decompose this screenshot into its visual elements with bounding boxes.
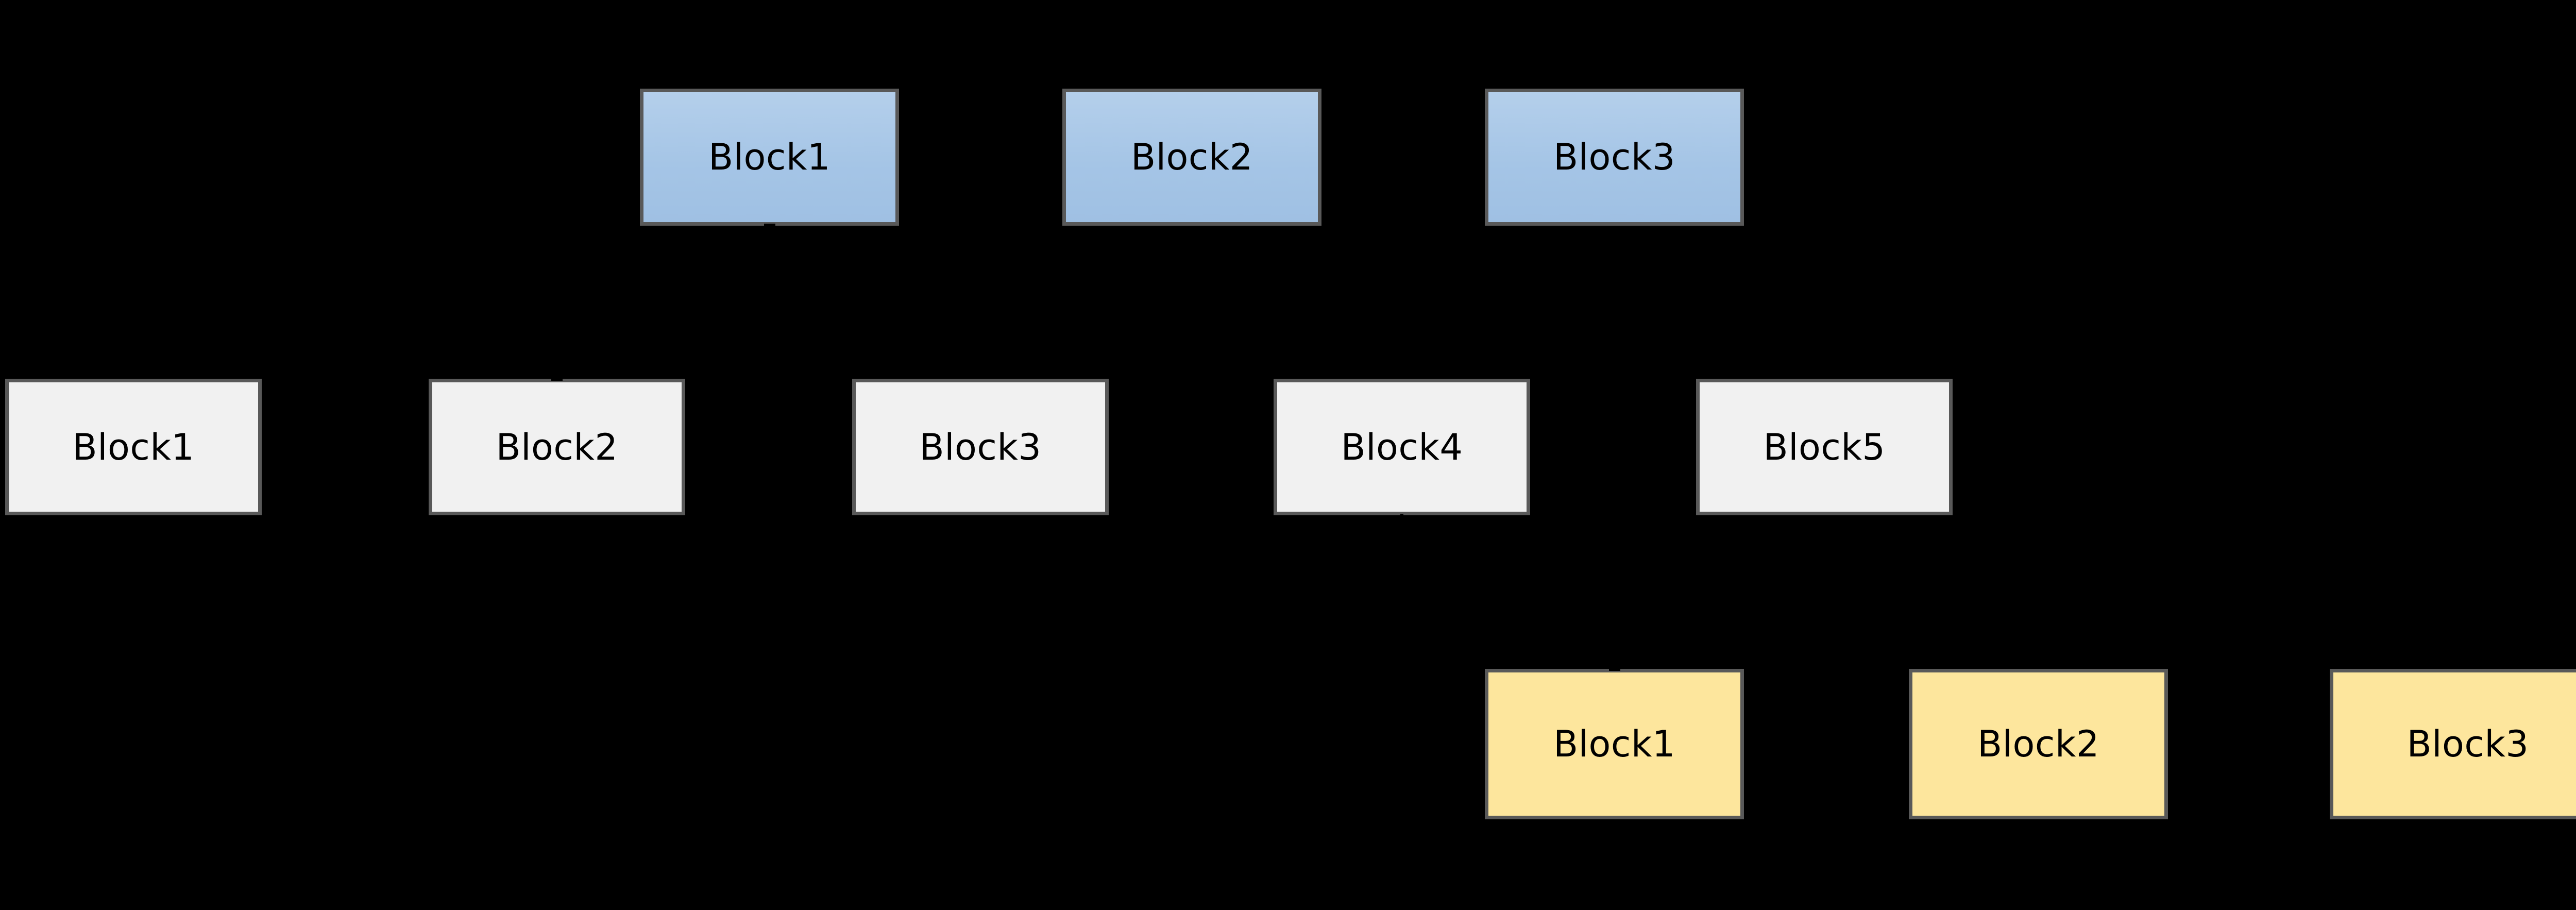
block-yellow-3[interactable]: Block3 bbox=[2330, 669, 2576, 819]
connector-side-tick-icon bbox=[2, 444, 5, 450]
connector-side-tick-icon bbox=[1953, 444, 1956, 450]
block-yellow-1[interactable]: Block1 bbox=[1485, 669, 1744, 819]
connector-side-tick-icon bbox=[1321, 155, 1325, 160]
connector-side-tick-icon bbox=[685, 444, 688, 450]
block-label: Block3 bbox=[2406, 723, 2529, 765]
connector-side-tick-icon bbox=[1109, 444, 1112, 450]
connector-side-tick-icon bbox=[637, 155, 640, 160]
connector-tick-icon bbox=[1400, 514, 1403, 519]
connector-arrow-up-icon bbox=[1608, 664, 1620, 671]
connector-arrow-down-icon bbox=[764, 224, 775, 231]
connector-side-tick-icon bbox=[1482, 155, 1485, 160]
block-label: Block2 bbox=[1977, 723, 2099, 765]
connector-side-tick-icon bbox=[899, 155, 902, 160]
connector-arrow-up-icon bbox=[551, 374, 563, 381]
block-yellow-2[interactable]: Block2 bbox=[1909, 669, 2168, 819]
connector-side-tick-icon bbox=[2327, 742, 2330, 747]
block-label: Block1 bbox=[1553, 723, 1675, 765]
connector-side-tick-icon bbox=[1906, 742, 1909, 747]
connector-side-tick-icon bbox=[2168, 742, 2171, 747]
block-white-3[interactable]: Block3 bbox=[852, 379, 1109, 515]
connector-side-tick-icon bbox=[1744, 155, 1747, 160]
connector-side-tick-icon bbox=[849, 444, 852, 450]
connector-side-tick-icon bbox=[262, 444, 265, 450]
connector-side-tick-icon bbox=[1693, 444, 1696, 450]
block-white-1[interactable]: Block1 bbox=[5, 379, 262, 515]
connector-side-tick-icon bbox=[426, 444, 429, 450]
connector-side-tick-icon bbox=[1059, 155, 1062, 160]
connector-side-tick-icon bbox=[1744, 742, 1747, 747]
connector-side-tick-icon bbox=[1482, 742, 1485, 747]
